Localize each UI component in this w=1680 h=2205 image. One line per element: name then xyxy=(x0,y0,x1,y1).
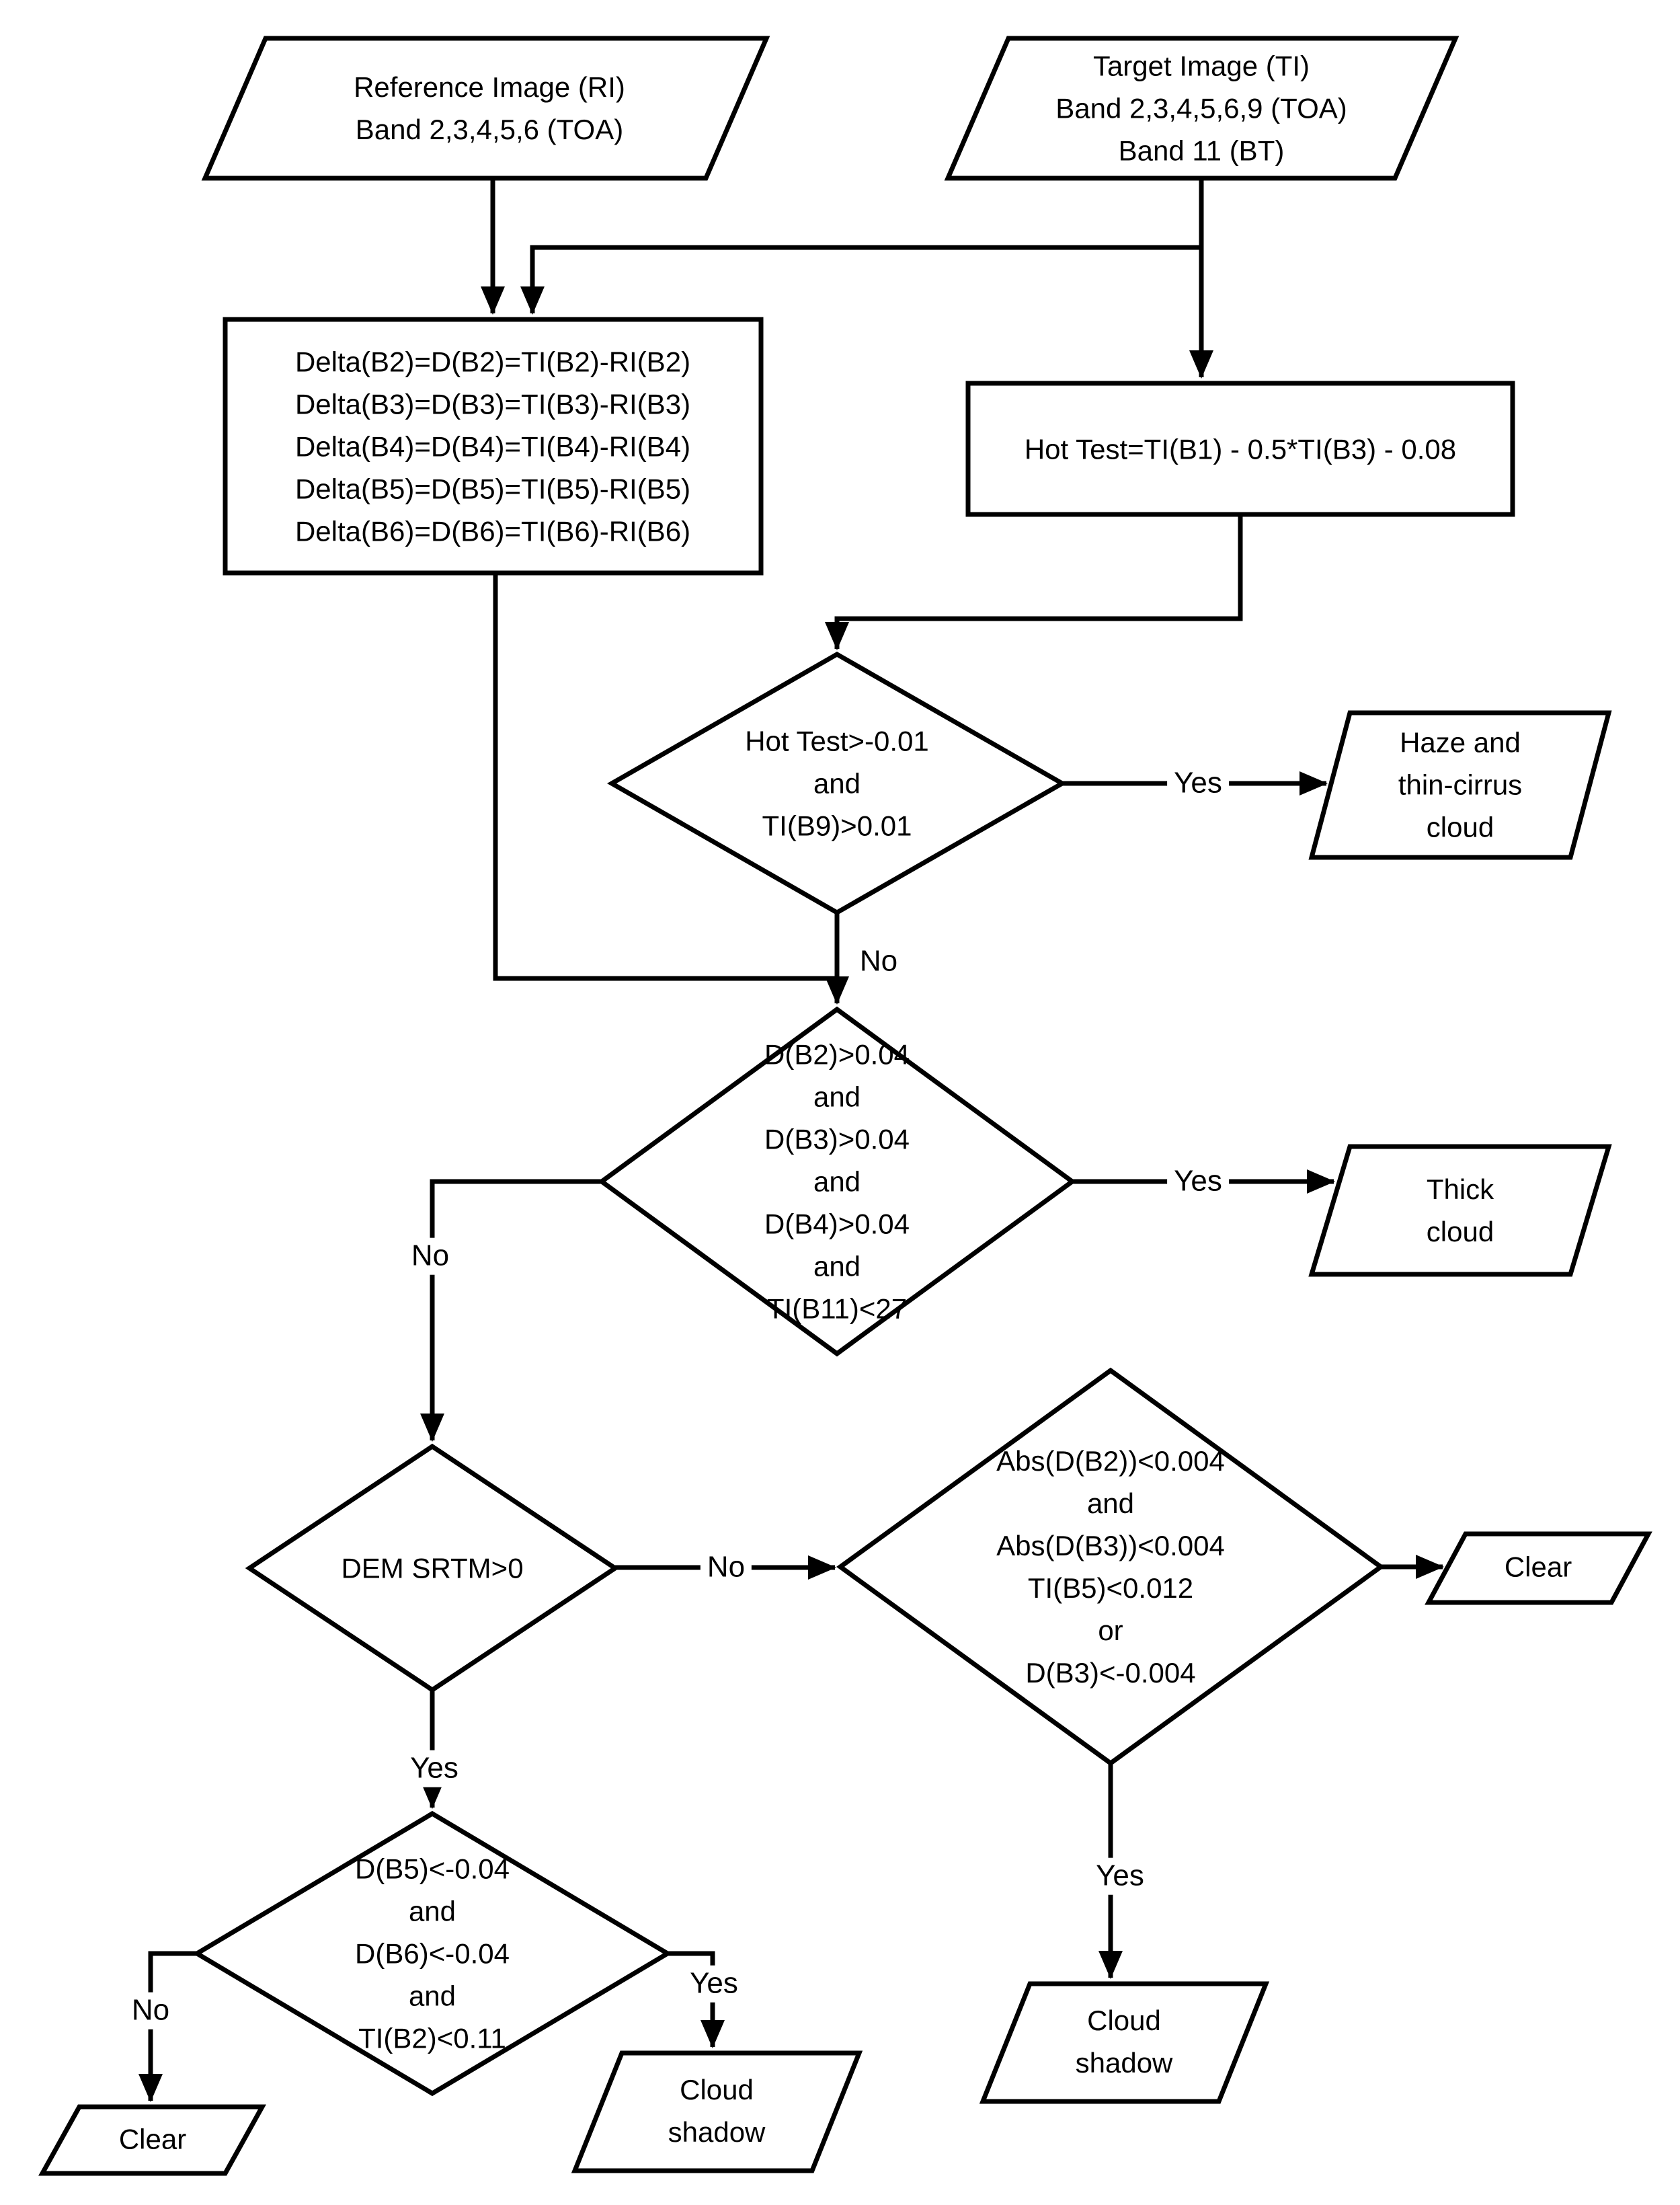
edge-hot-test-to-haze-decision xyxy=(825,514,1243,650)
shape-shadow-right-result xyxy=(979,1981,1270,2104)
node-shadow-decision-label: D(B5)<-0.04 and D(B6)<-0.04 and TI(B2)<0… xyxy=(355,1853,510,2054)
shape-clear-right-result xyxy=(1425,1531,1652,1605)
node-clear-decision-label: Abs(D(B2))<0.004 and Abs(D(B3))<0.004 TI… xyxy=(996,1445,1225,1689)
shape-haze-decision xyxy=(606,651,1068,916)
edge-label-clear-decision-yes: Yes xyxy=(1089,1857,1151,1895)
edge-label-haze-no: No xyxy=(852,943,905,980)
node-clear-left-result-label: Clear xyxy=(118,2123,187,2155)
edge-delta-to-junction xyxy=(493,573,837,981)
edge-label-thick-no: No xyxy=(404,1237,456,1275)
node-haze-result-label: Haze and thin-cirrus cloud xyxy=(1398,726,1523,843)
shape-haze-result xyxy=(1308,710,1612,860)
shape-clear-left-result xyxy=(38,2104,266,2176)
node-reference-image-label: Reference Image (RI) Band 2,3,4,5,6 (TOA… xyxy=(354,71,625,145)
shape-shadow-decision xyxy=(192,1810,672,2097)
edge-label-haze-yes: Yes xyxy=(1167,765,1229,802)
node-shadow-right-result-label: Cloud shadow xyxy=(1075,2005,1173,2079)
node-target-image-label: Target Image (TI) Band 2,3,4,5,6,9 (TOA)… xyxy=(1055,50,1347,167)
node-delta-box-label: Delta(B2)=D(B2)=TI(B2)-RI(B2) Delta(B3)=… xyxy=(294,346,691,547)
shape-shadow-left-result xyxy=(571,2050,863,2173)
shape-clear-decision xyxy=(836,1367,1385,1767)
shape-reference-image xyxy=(201,36,770,181)
node-thick-decision-label: D(B2)>0.04 and D(B3)>0.04 and D(B4)>0.04… xyxy=(764,1038,910,1325)
edge-thick-no xyxy=(420,1179,602,1442)
shape-hot-test-box xyxy=(965,381,1515,517)
edge-shadow-yes xyxy=(668,1951,725,2048)
edge-label-shadow-yes: Yes xyxy=(683,1965,745,2003)
shape-thick-decision xyxy=(598,1006,1076,1357)
shape-thick-result xyxy=(1308,1144,1612,1277)
node-clear-right-result-label: Clear xyxy=(1504,1551,1572,1583)
shape-delta-box xyxy=(223,317,764,576)
edge-label-dem-yes: Yes xyxy=(403,1750,465,1787)
edge-shadow-no xyxy=(138,1951,197,2102)
node-haze-decision-label: Hot Test>-0.01 and TI(B9)>0.01 xyxy=(745,725,929,842)
node-thick-result-label: Thick cloud xyxy=(1426,1173,1494,1247)
edge-label-shadow-no: No xyxy=(124,1992,177,2029)
edge-target-to-delta xyxy=(520,245,1201,315)
shape-dem-decision xyxy=(245,1443,620,1693)
node-shadow-left-result-label: Cloud shadow xyxy=(668,2074,766,2148)
edge-label-thick-yes: Yes xyxy=(1167,1163,1229,1200)
shape-target-image xyxy=(944,36,1459,181)
node-dem-decision-label: DEM SRTM>0 xyxy=(341,1552,524,1584)
node-hot-test-box-label: Hot Test=TI(B1) - 0.5*TI(B3) - 0.08 xyxy=(1024,433,1457,465)
edge-label-dem-no: No xyxy=(700,1549,752,1586)
